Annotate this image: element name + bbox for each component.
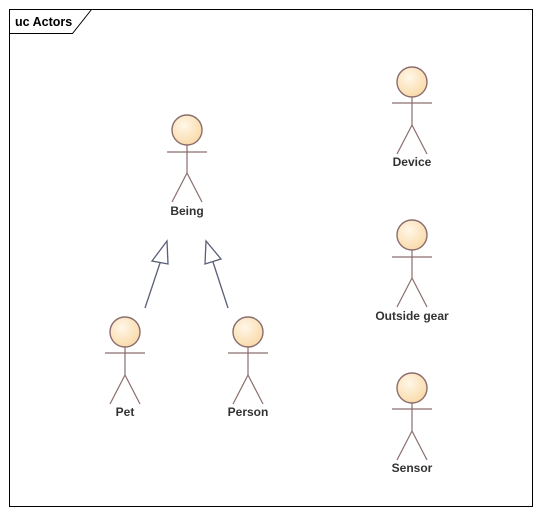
actor-left-leg bbox=[396, 430, 413, 461]
actor-right-leg bbox=[411, 124, 428, 155]
actor-left-leg bbox=[396, 277, 413, 308]
generalization-line bbox=[144, 259, 162, 309]
actor-label: Being bbox=[170, 204, 203, 218]
actor-label: Pet bbox=[116, 405, 135, 419]
frame-border bbox=[9, 9, 533, 507]
actor-figure bbox=[167, 114, 207, 203]
actor-head bbox=[232, 316, 264, 348]
actor-left-leg bbox=[232, 374, 249, 405]
actor-figure bbox=[105, 316, 145, 405]
frame-title-tab bbox=[9, 9, 92, 34]
actor-right-leg bbox=[186, 172, 203, 203]
actor-right-leg bbox=[411, 277, 428, 308]
actor-right-leg bbox=[124, 374, 141, 405]
actor-figure bbox=[392, 219, 432, 308]
actor-sensor[interactable]: Sensor bbox=[392, 372, 433, 475]
actor-left-leg bbox=[396, 124, 413, 155]
actor-outside-gear[interactable]: Outside gear bbox=[375, 219, 449, 323]
actor-being[interactable]: Being bbox=[167, 114, 207, 218]
actor-right-leg bbox=[247, 374, 264, 405]
generalization-arrowhead bbox=[150, 239, 169, 265]
frame-title: uc Actors bbox=[15, 15, 72, 29]
actor-head bbox=[109, 316, 141, 348]
actor-head bbox=[171, 114, 203, 146]
actor-figure bbox=[392, 372, 432, 461]
actor-right-leg bbox=[411, 430, 428, 461]
actor-pet[interactable]: Pet bbox=[105, 316, 145, 419]
actor-head bbox=[396, 219, 428, 251]
generalization-pet-to-being[interactable] bbox=[144, 239, 169, 309]
actor-figure bbox=[392, 66, 432, 155]
diagram-frame: uc Actors bbox=[9, 9, 533, 507]
actor-head bbox=[396, 372, 428, 404]
actor-device[interactable]: Device bbox=[392, 66, 432, 169]
actor-label: Person bbox=[228, 405, 269, 419]
generalization-person-to-being[interactable] bbox=[204, 239, 229, 309]
actor-person[interactable]: Person bbox=[228, 316, 269, 419]
actor-label: Outside gear bbox=[375, 309, 449, 323]
actor-figure bbox=[228, 316, 268, 405]
actor-left-leg bbox=[171, 172, 188, 203]
actor-head bbox=[396, 66, 428, 98]
actor-label: Sensor bbox=[392, 461, 433, 475]
actor-left-leg bbox=[109, 374, 126, 405]
generalization-line bbox=[212, 261, 229, 309]
actor-label: Device bbox=[393, 155, 432, 169]
generalization-arrowhead bbox=[204, 239, 223, 265]
